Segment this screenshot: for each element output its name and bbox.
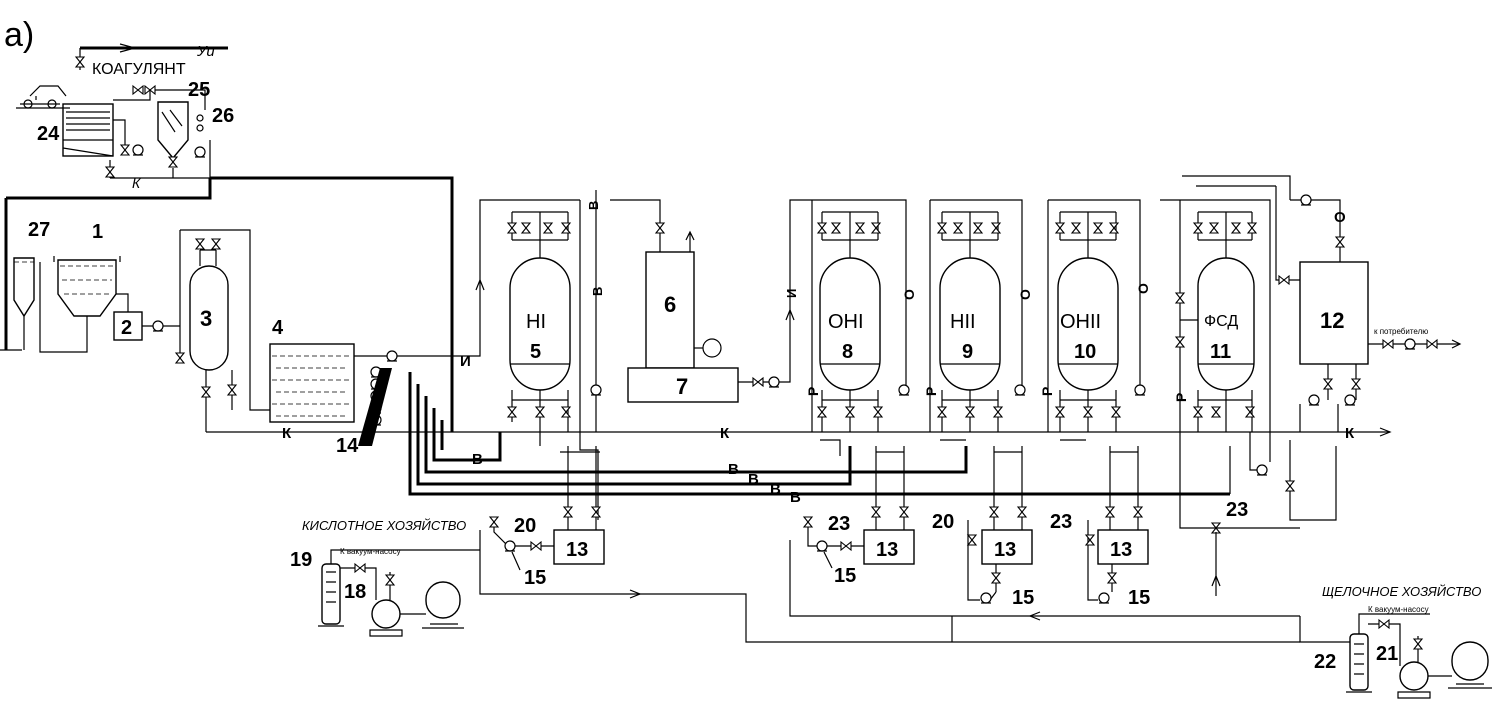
o-label-4: О xyxy=(1334,209,1346,226)
anion-filter-8: OНI 8 О Р xyxy=(805,199,917,432)
label-13d: 13 xyxy=(1110,539,1132,561)
v-label-1: В xyxy=(472,451,483,468)
label-18: 18 xyxy=(344,581,366,603)
mixer-23-right: 23 xyxy=(1179,432,1300,596)
decarbonizer-6: 6 xyxy=(610,199,722,369)
mixed-bed-filter-11: ФСД 11 Р xyxy=(1160,175,1300,432)
column-10-label: OНII xyxy=(1060,311,1101,333)
regeneration-unit-13c: 13 20 15 xyxy=(932,506,1034,609)
o-label-2: О xyxy=(1017,289,1033,300)
cation-filter-9: НII 9 О Р xyxy=(923,199,1033,432)
v-vert-2: В xyxy=(590,287,605,296)
v-label-3: В xyxy=(748,471,759,488)
acid-tank xyxy=(425,581,461,619)
label-22: 22 xyxy=(1314,651,1336,673)
coagulant-label: КОАГУЛЯНТ xyxy=(92,61,186,78)
k-label-top: К xyxy=(132,175,141,191)
r-label-2: Р xyxy=(923,387,939,396)
o-label-3: О xyxy=(1135,283,1151,294)
v-label-2: В xyxy=(728,461,739,478)
mechanical-filter-3: 3 xyxy=(175,229,270,432)
label-4: 4 xyxy=(272,317,284,339)
h-cation-filter-5: НI 5 В В xyxy=(507,190,605,520)
label-13a: 13 xyxy=(566,539,588,561)
sump-27: 27 xyxy=(13,219,50,350)
label-14: 14 xyxy=(336,435,359,457)
um-label: Уи xyxy=(196,43,215,60)
panel-label: а) xyxy=(4,16,34,54)
alkali-facility: ЩЕЛОЧНОЕ ХОЗЯЙСТВО 22 К вакуум-насосу 21 xyxy=(1314,583,1492,699)
label-12: 12 xyxy=(1320,308,1344,333)
label-8: 8 xyxy=(842,341,853,363)
i-label-2: И xyxy=(784,289,799,298)
column-9-label: НII xyxy=(950,311,976,333)
acid-facility: КИСЛОТНОЕ ХОЗЯЙСТВО 19 К вакуум-насосу 1… xyxy=(290,517,480,637)
v-vert-1: В xyxy=(586,201,601,210)
alkali-tank xyxy=(1451,641,1489,681)
v-label-4: В xyxy=(770,481,781,498)
label-1: 1 xyxy=(92,221,103,243)
r-label-3: Р xyxy=(1039,387,1055,396)
label-7: 7 xyxy=(676,374,688,399)
label-3: 3 xyxy=(200,306,212,331)
k-label-1: К xyxy=(282,425,292,442)
label-11: 11 xyxy=(1210,341,1231,363)
acid-facility-label: КИСЛОТНОЕ ХОЗЯЙСТВО xyxy=(302,517,466,533)
column-8-label: OНI xyxy=(828,311,864,333)
label-23b: 23 xyxy=(1050,511,1072,533)
column-11-label: ФСД xyxy=(1204,313,1238,330)
pumps-14: 14 xyxy=(336,366,392,457)
k-label-3: К xyxy=(1345,425,1355,442)
k-label-2: К xyxy=(720,425,730,442)
anion-filter-10: OНII 10 О Р xyxy=(1039,199,1151,432)
column-5-label: НI xyxy=(526,311,546,333)
alkali-pump-21 xyxy=(1399,661,1429,691)
label-25: 25 xyxy=(188,79,210,101)
label-15b: 15 xyxy=(834,565,856,587)
label-26: 26 xyxy=(212,105,234,127)
label-9: 9 xyxy=(962,341,973,363)
acid-pump-18 xyxy=(371,599,401,629)
label-15c: 15 xyxy=(1012,587,1034,609)
label-5: 5 xyxy=(530,341,541,363)
vacuum-note-alkali: К вакуум-насосу xyxy=(1368,605,1429,614)
label-13b: 13 xyxy=(876,539,898,561)
tank-2: 2 xyxy=(113,293,180,341)
label-2: 2 xyxy=(121,317,132,339)
o-label-1: О xyxy=(901,289,917,300)
label-20a: 20 xyxy=(514,515,536,537)
label-15a: 15 xyxy=(524,567,546,589)
acid-meter-19 xyxy=(321,563,341,625)
regeneration-unit-13b: 13 23 15 xyxy=(803,506,915,587)
label-10: 10 xyxy=(1074,341,1096,363)
label-15d: 15 xyxy=(1128,587,1150,609)
consumer-note: к потребителю xyxy=(1374,327,1428,336)
i-label-1: И xyxy=(460,353,471,370)
label-23a: 23 xyxy=(828,513,850,535)
intermediate-tank-7: 7 И xyxy=(627,199,812,403)
r-label-1: Р xyxy=(805,387,821,396)
label-13c: 13 xyxy=(994,539,1016,561)
vacuum-note-acid: К вакуум-насосу xyxy=(340,547,401,556)
label-23c: 23 xyxy=(1226,499,1248,521)
alkali-meter-22 xyxy=(1349,633,1369,691)
r-label-4: Р xyxy=(1173,393,1189,402)
regeneration-unit-13a: 13 20 15 xyxy=(489,506,605,589)
alkali-facility-label: ЩЕЛОЧНОЕ ХОЗЯЙСТВО xyxy=(1322,583,1481,599)
label-19: 19 xyxy=(290,549,312,571)
label-21: 21 xyxy=(1376,643,1398,665)
coagulant-unit: Уи КОАГУЛЯНТ 24 25 26 К xyxy=(16,43,234,191)
clarifier-1: 1 xyxy=(39,221,121,353)
label-24: 24 xyxy=(37,123,60,145)
tank-4: 4 xyxy=(269,317,420,423)
demineralized-water-tank-12: 12 О к потребителю xyxy=(1290,194,1462,432)
v-label-5: В xyxy=(790,489,801,506)
label-6: 6 xyxy=(664,292,676,317)
label-27: 27 xyxy=(28,219,50,241)
label-20b: 20 xyxy=(932,511,954,533)
regeneration-unit-13d: 13 23 15 xyxy=(1050,506,1150,609)
